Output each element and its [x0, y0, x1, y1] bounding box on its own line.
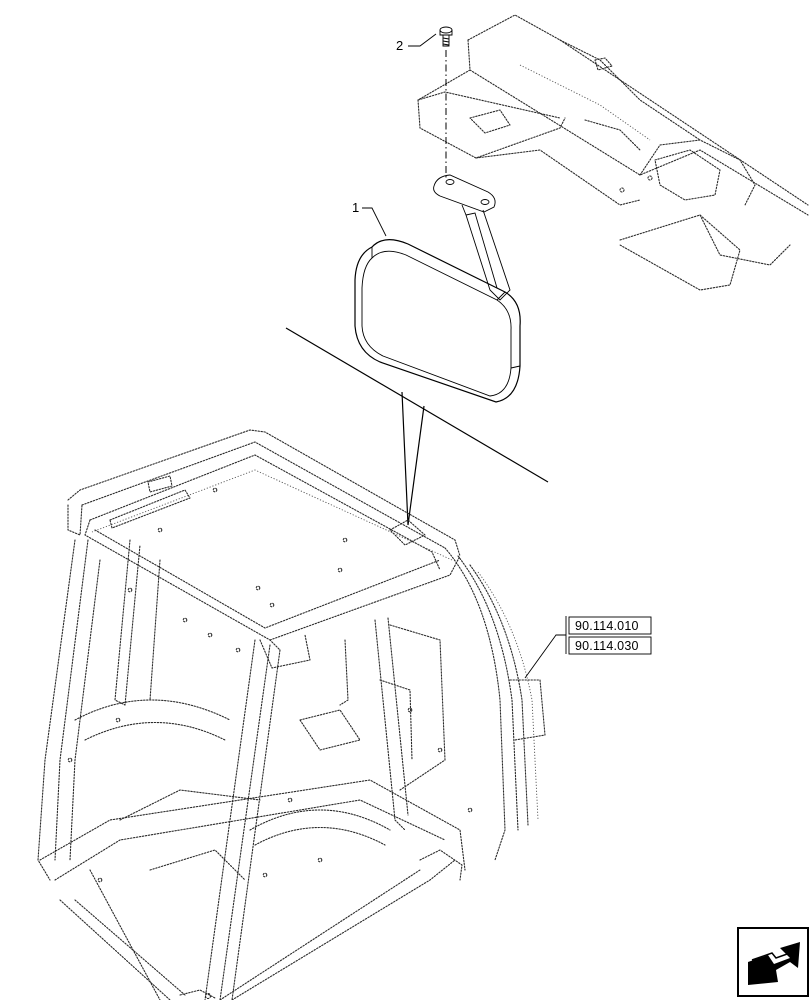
cab-frame [37, 429, 546, 1000]
reference-box-2: 90.114.030 [568, 636, 652, 655]
reference-label: 90.114.010 [575, 619, 639, 633]
callout-leader-2 [408, 33, 437, 47]
reference-leader [524, 616, 567, 679]
next-page-arrow-icon[interactable] [737, 927, 809, 997]
callout-label-2: 2 [396, 38, 403, 53]
roof-bracket [417, 14, 809, 291]
callout-leader-1 [362, 207, 387, 237]
detail-leader [401, 391, 425, 526]
callout-label-1: 1 [352, 200, 359, 215]
rear-view-mirror [354, 239, 521, 403]
view-plane-line [285, 327, 549, 483]
screw [439, 26, 453, 47]
reference-box-1: 90.114.010 [568, 616, 652, 635]
reference-label: 90.114.030 [575, 639, 639, 653]
mirror-bracket [433, 174, 511, 301]
